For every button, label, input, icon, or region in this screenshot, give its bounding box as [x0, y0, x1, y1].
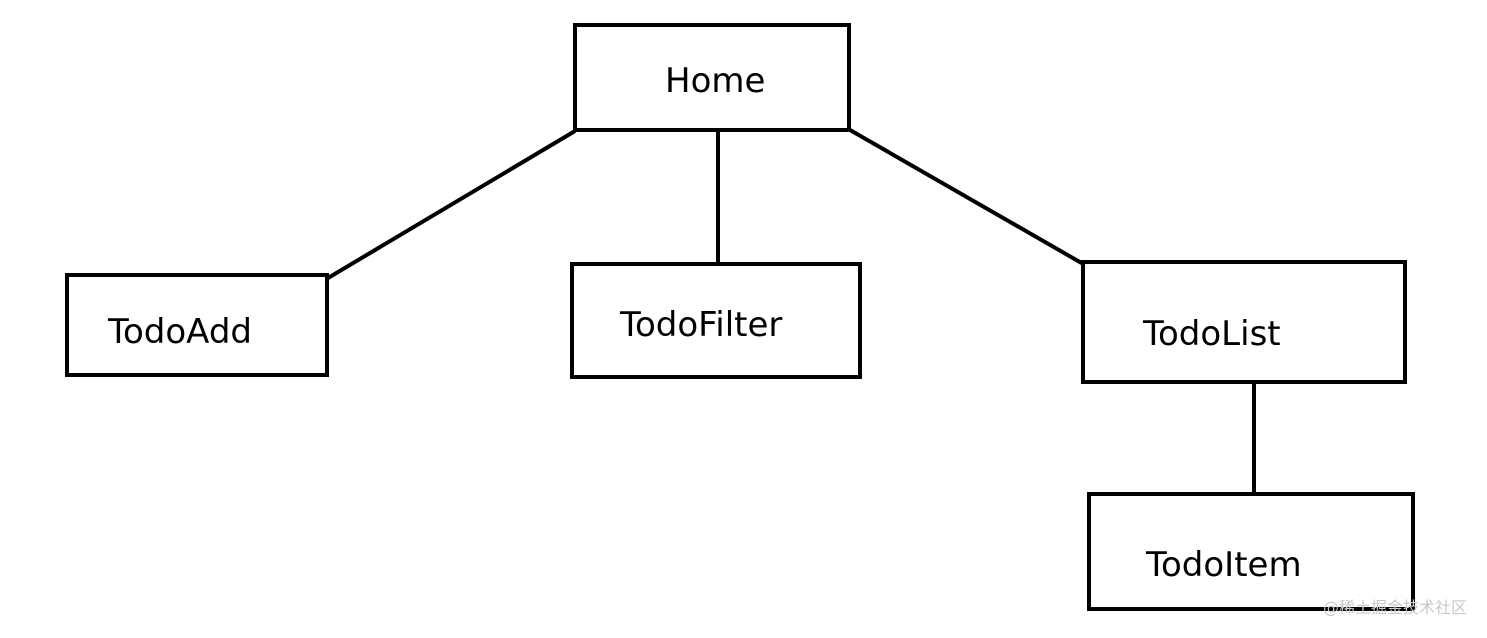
node-todo-add: TodoAdd [65, 273, 329, 377]
node-todo-list-label: TodoList [1143, 314, 1281, 354]
node-home-label: Home [665, 61, 766, 101]
node-todo-list: TodoList [1081, 260, 1407, 384]
node-todo-item-label: TodoItem [1146, 545, 1302, 585]
node-todo-filter-label: TodoFilter [620, 305, 783, 345]
edge-home-todo-add [326, 129, 577, 280]
edge-home-todo-list [849, 128, 1086, 267]
node-home: Home [573, 23, 851, 132]
watermark: @稀土掘金技术社区 [1322, 598, 1467, 617]
node-todo-item: TodoItem [1087, 492, 1415, 611]
node-todo-add-label: TodoAdd [108, 312, 253, 352]
node-todo-filter: TodoFilter [570, 262, 862, 379]
